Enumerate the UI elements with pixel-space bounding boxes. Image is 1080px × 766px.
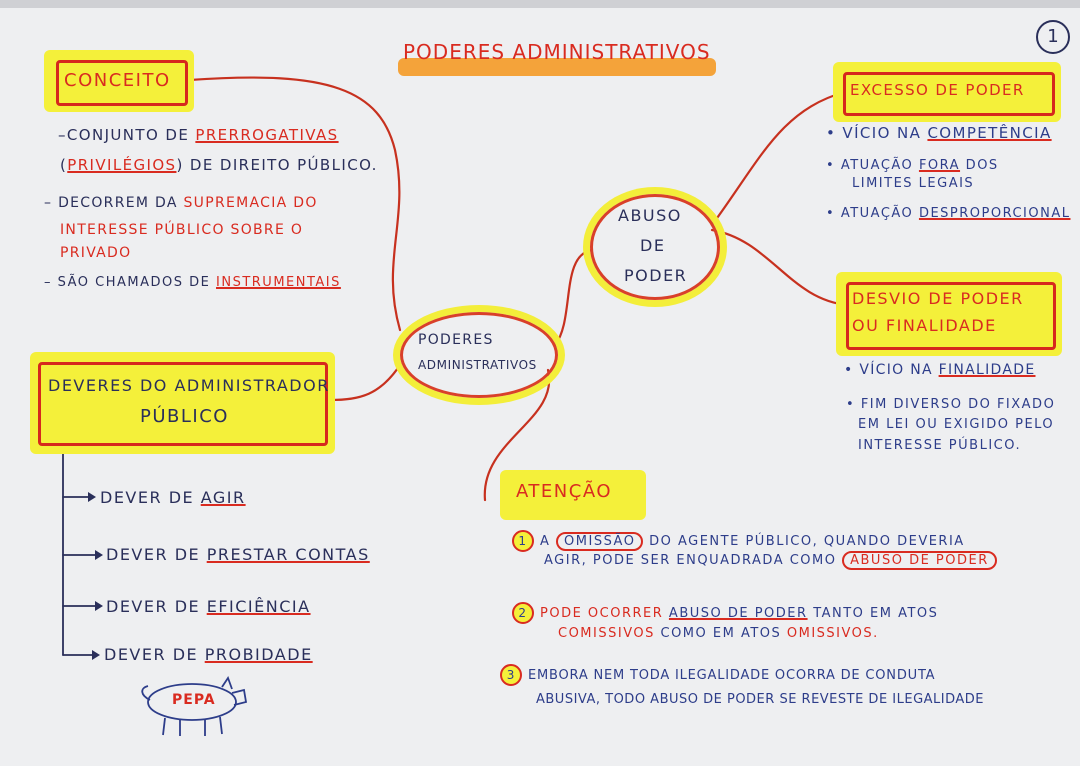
conceito-line-6: – SÃO CHAMADOS DE INSTRUMENTAIS xyxy=(44,275,341,290)
center-node-line-1: PODERES xyxy=(418,332,494,348)
desvio-box xyxy=(846,282,1056,350)
page-number: 1 xyxy=(1036,20,1070,54)
center-node-oval xyxy=(400,312,558,398)
excesso-bullet-1: • VÍCIO NA COMPETÊNCIA xyxy=(826,124,1052,142)
pepa-pig-drawing xyxy=(141,676,248,736)
deveres-heading-line-1: DEVERES DO ADMINISTRADOR xyxy=(48,376,330,395)
conceito-line-2: (PRIVILÉGIOS) DE DIREITO PÚBLICO. xyxy=(60,156,378,174)
deveres-arrow-4 xyxy=(92,650,100,660)
atencao-item-1-line-2: AGIR, PODE SER ENQUADRADA COMO ABUSO DE … xyxy=(544,551,997,570)
desvio-heading-line-2: OU FINALIDADE xyxy=(852,316,997,335)
desvio-bullet-2: • FIM DIVERSO DO FIXADO xyxy=(846,397,1056,412)
desvio-bullet-1: • VÍCIO NA FINALIDADE xyxy=(844,362,1036,378)
desvio-bullet-2-line-3: INTERESSE PÚBLICO. xyxy=(858,438,1022,453)
atencao-item-3-line-2: ABUSIVA, TODO ABUSO DE PODER SE REVESTE … xyxy=(536,692,985,707)
conceito-line-5: PRIVADO xyxy=(60,245,132,261)
desvio-highlight xyxy=(836,272,1062,356)
board-top-edge xyxy=(0,0,1080,8)
atencao-item-2-line-2: COMISSIVOS COMO EM ATOS OMISSIVOS. xyxy=(558,626,879,641)
conceito-box xyxy=(56,60,188,106)
deveres-arrow-2 xyxy=(95,550,103,560)
title-highlight xyxy=(398,58,716,76)
abuso-node-line-3: PODER xyxy=(624,266,688,285)
excesso-bullet-2: • ATUAÇÃO FORA DOS xyxy=(826,158,999,173)
deveres-heading-line-2: PÚBLICO xyxy=(140,406,229,427)
conceito-line-1: –CONJUNTO DE PRERROGATIVAS xyxy=(58,126,339,144)
excesso-bullet-2-cont: LIMITES LEGAIS xyxy=(852,176,975,191)
page-title: PODERES ADMINISTRATIVOS xyxy=(403,40,711,64)
desvio-bullet-2-line-2: EM LEI OU EXIGIDO PELO xyxy=(858,417,1055,432)
abuso-node-oval xyxy=(590,194,720,300)
conceito-heading: CONCEITO xyxy=(64,70,171,91)
deveres-arrow-1 xyxy=(88,492,96,502)
pepa-mnemonic: PEPA xyxy=(172,692,216,708)
conceito-line-4: INTERESSE PÚBLICO SOBRE O xyxy=(60,222,304,238)
deveres-box xyxy=(38,362,328,446)
dever-item-2: DEVER DE PRESTAR CONTAS xyxy=(106,545,370,564)
dever-item-4: DEVER DE PROBIDADE xyxy=(104,645,313,664)
abuso-node-line-1: ABUSO xyxy=(618,206,682,225)
link-abuso-excesso xyxy=(710,90,847,227)
link-abuso-desvio xyxy=(710,228,850,307)
dever-item-1: DEVER DE AGIR xyxy=(100,488,246,507)
atencao-heading: ATENÇÃO xyxy=(516,481,612,502)
excesso-heading: EXCESSO DE PODER xyxy=(850,81,1025,99)
link-center-atencao xyxy=(483,368,551,502)
atencao-highlight xyxy=(500,470,646,520)
excesso-bullet-3: • ATUAÇÃO DESPROPORCIONAL xyxy=(826,206,1071,221)
excesso-box xyxy=(843,72,1055,116)
link-center-abuso xyxy=(553,248,594,347)
center-node-line-2: ADMINISTRATIVOS xyxy=(418,358,537,372)
conceito-line-3: – DECORREM DA SUPREMACIA DO xyxy=(44,195,318,211)
deveres-arrow-3 xyxy=(95,601,103,611)
deveres-highlight xyxy=(30,352,335,454)
link-center-deveres xyxy=(328,363,402,402)
abuso-node-line-2: DE xyxy=(640,236,666,255)
link-center-conceito xyxy=(188,76,402,332)
dever-item-3: DEVER DE EFICIÊNCIA xyxy=(106,597,311,616)
desvio-heading-line-1: DESVIO DE PODER xyxy=(852,289,1024,308)
